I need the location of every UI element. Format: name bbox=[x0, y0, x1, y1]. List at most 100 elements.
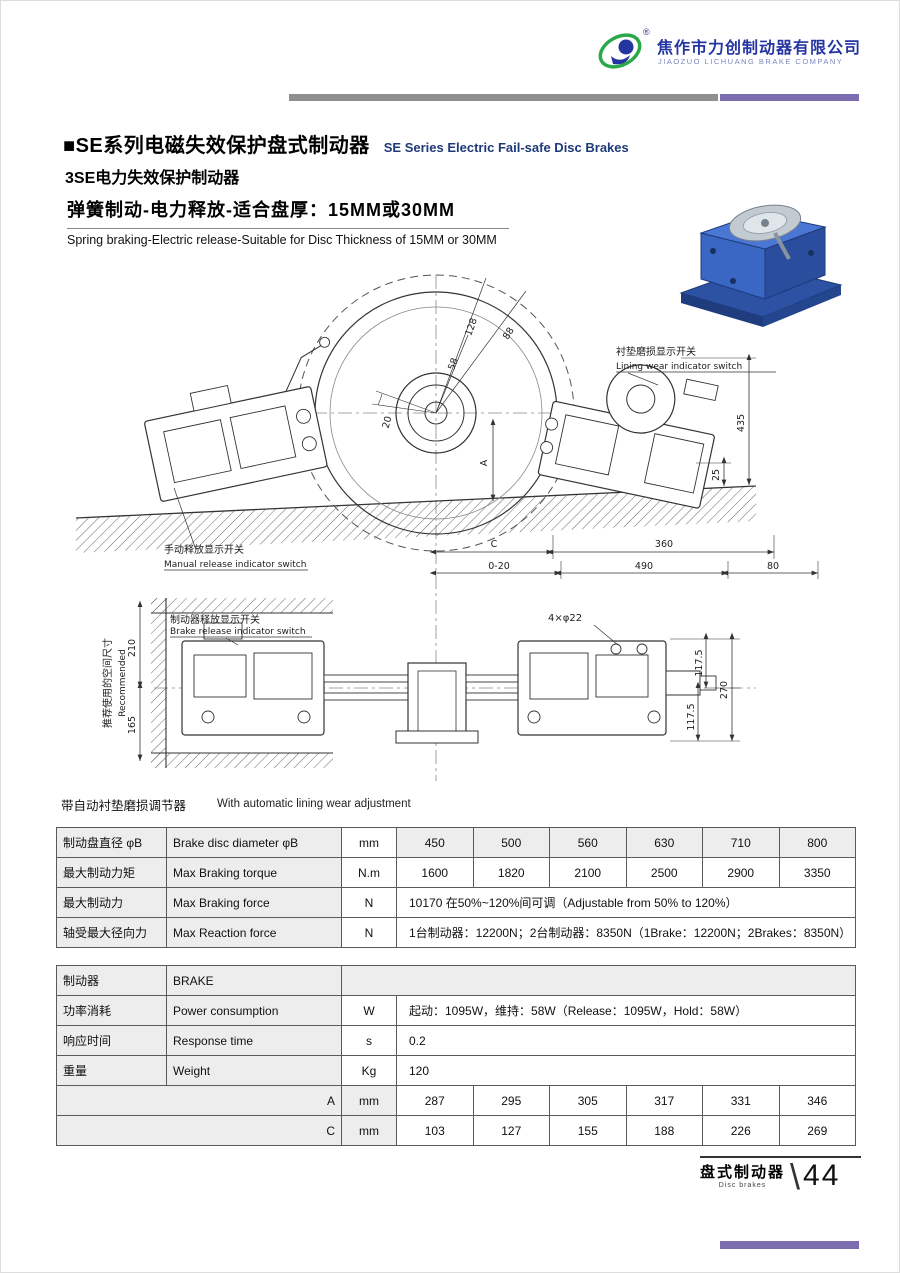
row-unit: N bbox=[341, 917, 397, 948]
row-label-cn: 响应时间 bbox=[56, 1025, 167, 1056]
dim-128-label: 128 bbox=[463, 317, 480, 338]
table-row: 最大制动力 Max Braking force N 10170 在50%~120… bbox=[56, 887, 856, 918]
cell-span-value: 10170 在50%~120%间可调（Adjustable from 50% t… bbox=[396, 887, 856, 918]
row-unit: N.m bbox=[341, 857, 397, 888]
cell-value: 560 bbox=[549, 827, 627, 858]
lining-wear-label-cn: 衬垫磨损显示开关 bbox=[616, 345, 696, 358]
row-label-en: Response time bbox=[166, 1025, 342, 1056]
row-label-en: Max Reaction force bbox=[166, 917, 342, 948]
table-row: 功率消耗 Power consumption W 起动：1095W，维持：58W… bbox=[56, 995, 856, 1026]
cell-value: 2900 bbox=[702, 857, 780, 888]
table-row: 响应时间 Response time s 0.2 bbox=[56, 1025, 856, 1056]
cell-value: 295 bbox=[472, 1085, 550, 1116]
radial-dimensions: 128 88 58 20 bbox=[371, 277, 527, 430]
cell-value: 710 bbox=[702, 827, 780, 858]
dim-165-label: 165 bbox=[127, 716, 138, 734]
manual-release-annotation: 手动释放显示开关 Manual release indicator switch bbox=[164, 487, 308, 571]
footer-title-cn: 盘式制动器 bbox=[700, 1164, 786, 1181]
row-unit: mm bbox=[341, 827, 397, 858]
cell-value: 450 bbox=[396, 827, 474, 858]
dim-row-1: C 360 bbox=[429, 535, 775, 559]
dim-0-20-label: 0-20 bbox=[488, 561, 510, 572]
feature-line-cn: 弹簧制动-电力释放-适合盘厚：15MM或30MM bbox=[67, 196, 509, 229]
dim-435: 435 bbox=[681, 353, 756, 485]
footer-titles: 盘式制动器 Disc brakes bbox=[700, 1161, 785, 1189]
dim-A: A bbox=[479, 418, 496, 501]
row-unit: mm bbox=[341, 1115, 397, 1146]
header-rule-purple bbox=[720, 94, 859, 101]
company-logo-icon bbox=[597, 28, 643, 79]
dim-210-label: 210 bbox=[127, 639, 138, 657]
dim-435-label: 435 bbox=[736, 414, 747, 432]
dim-20-label: 20 bbox=[381, 415, 395, 430]
row-unit: Kg bbox=[341, 1055, 397, 1086]
technical-drawing: 128 88 58 20 bbox=[56, 273, 861, 788]
recommended-space-hatch bbox=[151, 598, 333, 768]
brake-release-label-cn: 制动器释放显示开关 bbox=[170, 613, 260, 626]
lining-wear-label-en: Lining wear indicator switch bbox=[616, 362, 742, 372]
company-name-en: JIAOZUO LICHUANG BRAKE COMPANY bbox=[658, 57, 844, 66]
footer-rule-purple bbox=[720, 1241, 859, 1249]
dim-360-label: 360 bbox=[655, 539, 673, 550]
cell-value: 1600 bbox=[396, 857, 474, 888]
adjustment-note-cn: 带自动衬垫磨损调节器 bbox=[61, 799, 187, 813]
dim-490-label: 490 bbox=[635, 561, 653, 572]
cell-value: 127 bbox=[472, 1115, 550, 1146]
dim-row-label: A bbox=[56, 1085, 342, 1116]
cell-span-value: 起动：1095W，维持：58W（Release：1095W，Hold：58W） bbox=[396, 995, 856, 1026]
bolt-holes-label: 4×φ22 bbox=[548, 613, 582, 624]
header-rule-gray bbox=[289, 94, 718, 101]
row-label-en: Max Braking torque bbox=[166, 857, 342, 888]
row-label-en: Brake disc diameter φB bbox=[166, 827, 342, 858]
brake-release-label-en: Brake release indicator switch bbox=[170, 627, 306, 637]
dim-row-2: 0-20 490 80 bbox=[429, 561, 819, 579]
dim-25-label: 25 bbox=[711, 469, 722, 481]
left-brake-unit-side-view bbox=[181, 622, 411, 736]
dim-C-label: C bbox=[491, 539, 498, 550]
cell-value: 103 bbox=[396, 1115, 474, 1146]
product-photo bbox=[673, 181, 848, 329]
dim-88-label: 88 bbox=[501, 326, 517, 342]
table-row: 重量 Weight Kg 120 bbox=[56, 1055, 856, 1086]
table-row: 最大制动力矩 Max Braking torque N.m 1600 1820 … bbox=[56, 857, 856, 888]
row-unit: mm bbox=[341, 1085, 397, 1116]
company-name-cn: 焦作市力创制动器有限公司 bbox=[657, 40, 862, 57]
cell-empty bbox=[341, 965, 856, 996]
cell-span-value: 1台制动器：12200N；2台制动器：8350N（1Brake：12200N；2… bbox=[396, 917, 856, 948]
left-caliper bbox=[144, 336, 331, 502]
dim-117-270: 117.5 117.5 270 bbox=[670, 632, 740, 742]
manual-release-label-cn: 手动释放显示开关 bbox=[164, 543, 244, 556]
table-row: 轴受最大径向力 Max Reaction force N 1台制动器：12200… bbox=[56, 917, 856, 948]
cell-value: 269 bbox=[778, 1115, 856, 1146]
page-number: 44 bbox=[803, 1159, 841, 1192]
brake-release-annotation: 制动器释放显示开关 Brake release indicator switch bbox=[170, 613, 312, 646]
section-title-cn: ■SE系列电磁失效保护盘式制动器 bbox=[63, 135, 370, 157]
dim-row-label: C bbox=[56, 1115, 342, 1146]
cell-value: 317 bbox=[625, 1085, 703, 1116]
right-caliper bbox=[537, 364, 719, 509]
spec-table-performance: 制动盘直径 φB Brake disc diameter φB mm 450 5… bbox=[56, 827, 856, 948]
adjustment-note-en: With automatic lining wear adjustment bbox=[217, 798, 411, 810]
row-label-cn: 轴受最大径向力 bbox=[56, 917, 167, 948]
table-row: C mm 103 127 155 188 226 269 bbox=[56, 1115, 856, 1146]
row-label-cn: 最大制动力 bbox=[56, 887, 167, 918]
cell-span-value: 0.2 bbox=[396, 1025, 856, 1056]
table-row: 制动器 BRAKE bbox=[56, 965, 856, 996]
row-unit: s bbox=[341, 1025, 397, 1056]
row-label-cn: 制动盘直径 φB bbox=[56, 827, 167, 858]
row-unit: N bbox=[341, 887, 397, 918]
bolt-holes-annotation: 4×φ22 bbox=[548, 613, 619, 646]
footer-title-en: Disc brakes bbox=[718, 1182, 767, 1189]
row-label-en: Power consumption bbox=[166, 995, 342, 1026]
feature-line-en: Spring braking-Electric release-Suitable… bbox=[67, 233, 497, 247]
dim-58-label: 58 bbox=[446, 357, 460, 372]
row-label-cn: 最大制动力矩 bbox=[56, 857, 167, 888]
dim-210-165: 210 165 bbox=[127, 600, 143, 761]
dim-270-label: 270 bbox=[719, 681, 730, 699]
cell-value: 630 bbox=[625, 827, 703, 858]
dim-25: 25 bbox=[696, 456, 731, 486]
cell-value: 2100 bbox=[549, 857, 627, 888]
cell-value: 800 bbox=[778, 827, 856, 858]
cell-value: 287 bbox=[396, 1085, 474, 1116]
